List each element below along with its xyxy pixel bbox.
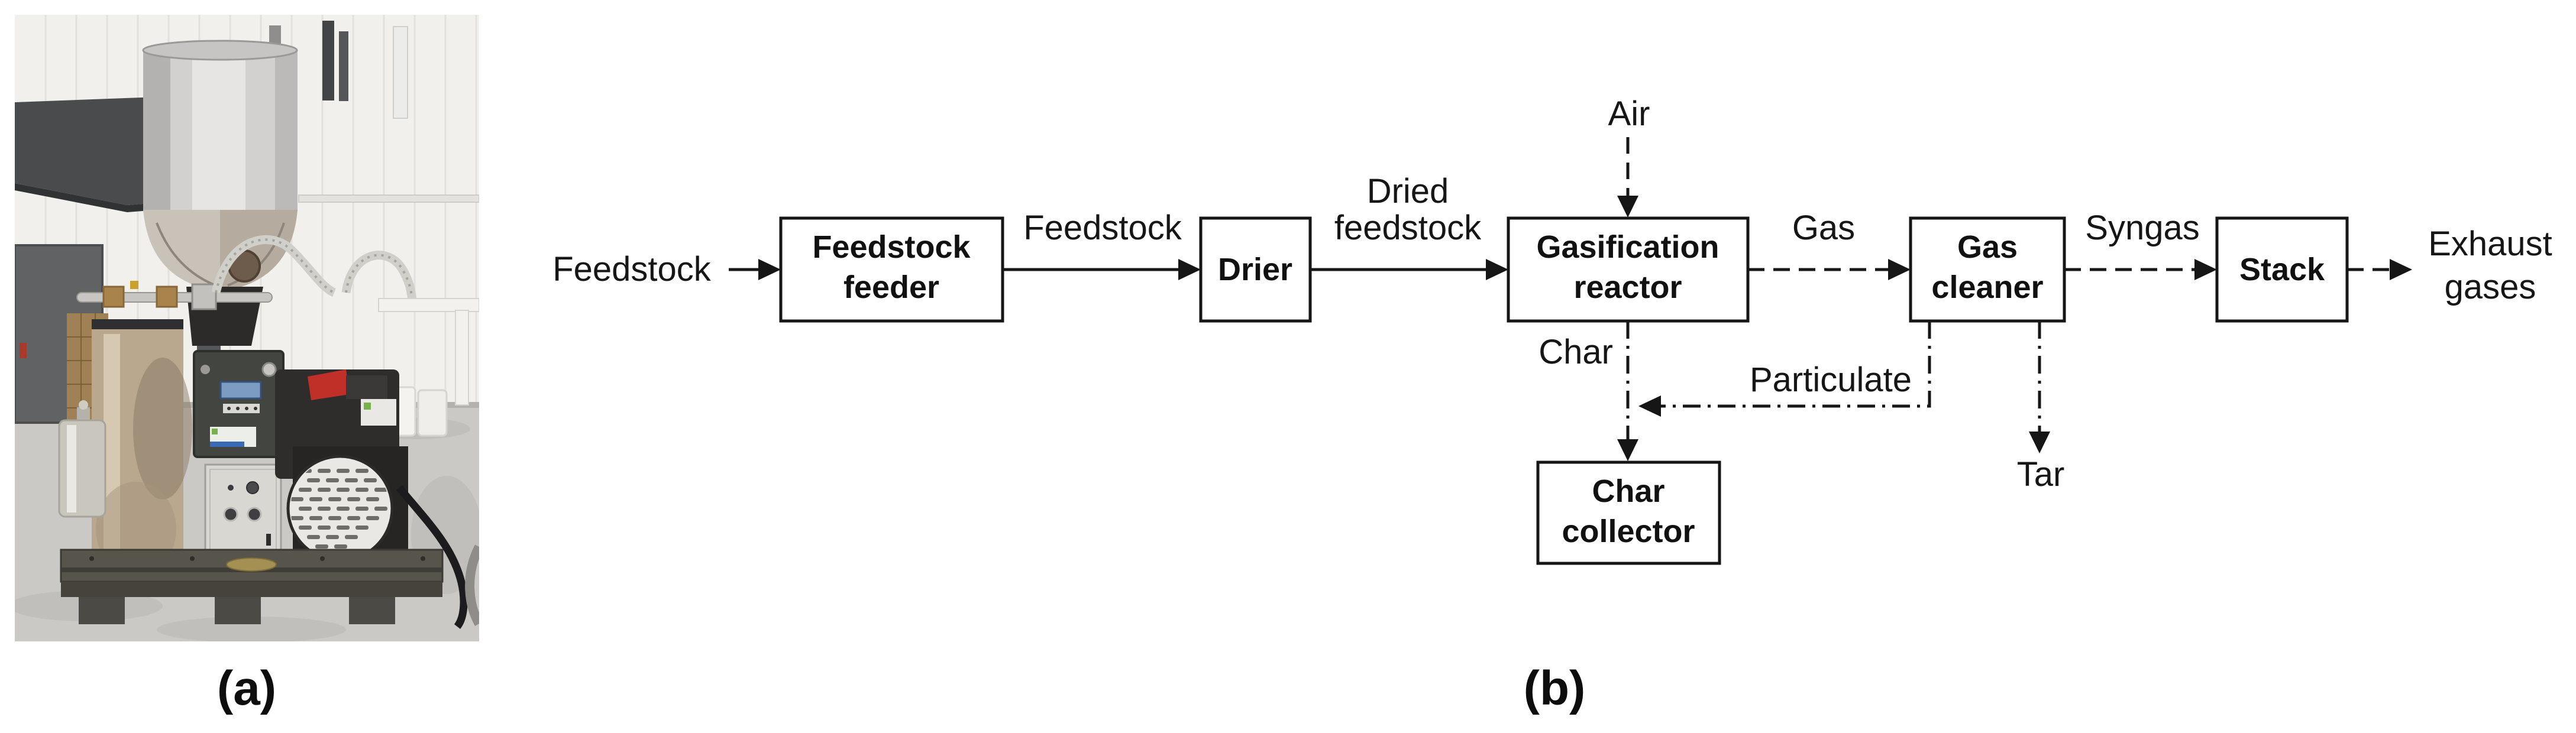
box-gasification-reactor: Gasification reactor — [1507, 216, 1750, 323]
panel-knob — [246, 481, 259, 494]
control-display — [219, 381, 262, 400]
char-collector-label-line2: collector — [1562, 514, 1695, 549]
label-exhaust-line1: Exhaust — [2428, 225, 2552, 263]
label-particulate: Particulate — [1750, 361, 1912, 399]
drier-label: Drier — [1218, 252, 1292, 287]
char-collector-rect — [1536, 460, 1721, 565]
label-syngas: Syngas — [2085, 209, 2199, 247]
label-char: Char — [1539, 333, 1613, 371]
arrow-particulate-head — [1638, 395, 1661, 417]
arrow-exhaust-head — [2390, 259, 2412, 280]
box-drier: Drier — [1199, 216, 1312, 323]
floor-hose — [465, 544, 479, 626]
skid-base — [60, 549, 444, 624]
arrow-particulate-line — [1661, 321, 1931, 408]
flow-diagram: Feedstock Feedstock feeder Feedstock Dri… — [552, 95, 2552, 565]
roof-pipe-dark2 — [339, 31, 348, 101]
box-char-collector: Char collector — [1536, 460, 1721, 565]
panel-gauge-2 — [247, 507, 262, 522]
piping-manifold — [76, 281, 273, 310]
wall-rail — [298, 194, 479, 203]
wall-pipe-white — [393, 26, 408, 119]
label-gas: Gas — [1792, 209, 1855, 247]
jerrycan-2 — [417, 389, 448, 437]
box-gas-cleaner: Gas cleaner — [1909, 216, 2066, 323]
label-dried-line2: feedstock — [1334, 209, 1482, 247]
feedstock-feeder-label-line2: feeder — [843, 270, 939, 305]
roof-pipe-dark — [322, 21, 334, 100]
panel-gauge-1 — [223, 507, 238, 522]
engine-genset — [275, 369, 408, 562]
arrow-char-head — [1617, 439, 1638, 461]
label-exhaust-line2: gases — [2445, 268, 2536, 306]
stack-label: Stack — [2239, 252, 2325, 287]
gas-cleaner-rect — [1909, 216, 2066, 323]
arrow-syngas-head — [2194, 259, 2217, 280]
arrow-gas-head — [1888, 259, 1911, 280]
label-feedstock-flow: Feedstock — [1023, 209, 1182, 247]
box-stack: Stack — [2215, 216, 2349, 323]
arrow-tar-head — [2029, 432, 2050, 453]
box-feedstock-feeder: Feedstock feeder — [779, 216, 1004, 323]
drier-rect — [1199, 216, 1312, 323]
label-tar: Tar — [2017, 455, 2065, 494]
gas-canister — [58, 400, 106, 518]
caption-panel-a: (a) — [217, 661, 276, 715]
gasification-reactor-label-line1: Gasification — [1536, 229, 1719, 265]
arrow-air-head — [1617, 196, 1638, 218]
char-collector-label-line1: Char — [1592, 473, 1664, 509]
feedstock-feeder-label-line1: Feedstock — [812, 229, 971, 265]
flex-hose-ribs — [215, 238, 413, 300]
caption-panel-b: (b) — [1524, 661, 1586, 715]
arrow-feeder-drier-head — [1178, 259, 1201, 280]
brand-plate — [226, 557, 277, 572]
control-box — [193, 350, 285, 458]
power-cable — [396, 485, 468, 630]
gas-cleaner-label-line1: Gas — [1957, 229, 2018, 265]
wall-pipe-horizontal — [378, 298, 479, 312]
gasifier-photo — [15, 15, 479, 641]
engine-red-filter — [308, 369, 350, 400]
arrow-drier-reactor-head — [1486, 259, 1508, 280]
label-feedstock-source: Feedstock — [552, 250, 712, 288]
wall-pipe-drop — [455, 310, 469, 406]
gas-cleaner-label-line2: cleaner — [1931, 270, 2043, 305]
arrow-feedstock-input-head — [758, 259, 781, 280]
cabinet-handle — [20, 343, 27, 358]
gasification-reactor-label-line2: reactor — [1573, 270, 1682, 305]
label-air: Air — [1608, 95, 1650, 133]
filter-tank — [92, 319, 192, 586]
gasification-reactor-rect — [1507, 216, 1750, 323]
hopper-funnel-left — [143, 210, 220, 291]
stack-rect — [2215, 216, 2349, 323]
control-knob — [261, 362, 277, 377]
label-dried-line1: Dried — [1367, 172, 1449, 210]
